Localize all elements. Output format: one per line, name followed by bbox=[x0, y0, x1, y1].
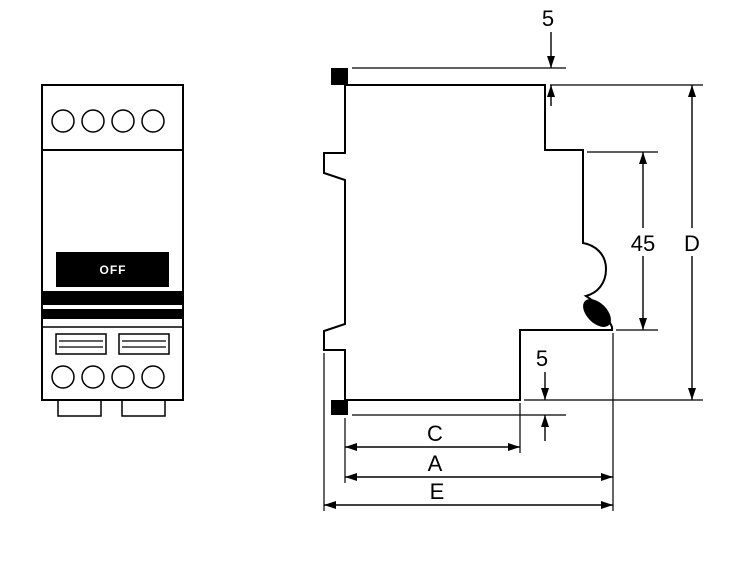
label-backing bbox=[626, 228, 660, 256]
vent-slot bbox=[55, 333, 107, 355]
toggle-slot-bar bbox=[42, 291, 183, 305]
vent-slots bbox=[55, 333, 170, 355]
side-view bbox=[323, 68, 613, 415]
terminal-tab bbox=[121, 399, 166, 417]
terminal-screw-icon bbox=[111, 365, 135, 389]
top-terminal-block bbox=[331, 68, 348, 85]
dimension-depth-c: C bbox=[344, 403, 521, 483]
terminal-tab bbox=[57, 399, 102, 417]
front-view: OFF bbox=[41, 84, 184, 417]
terminal-screw-icon bbox=[111, 109, 135, 133]
dimension-depth-a-label: A bbox=[428, 451, 443, 476]
toggle-switch-label: OFF bbox=[100, 263, 127, 277]
vent-slot bbox=[118, 333, 170, 355]
terminal-screw-icon bbox=[51, 365, 75, 389]
toggle-handle-side bbox=[583, 299, 611, 327]
dimension-bottom-offset: 5 bbox=[352, 346, 566, 441]
dimension-total-height-label: D bbox=[684, 231, 700, 256]
dimension-bottom-offset-label: 5 bbox=[536, 346, 548, 371]
terminal-screw-icon bbox=[81, 365, 105, 389]
terminal-screw-icon bbox=[81, 109, 105, 133]
breaker-body-profile bbox=[323, 84, 613, 401]
dimension-depth-e: E bbox=[323, 353, 613, 511]
bottom-terminal-tabs bbox=[57, 399, 166, 417]
dimension-handle-height-label: 45 bbox=[631, 231, 655, 256]
terminal-screw-icon bbox=[51, 109, 75, 133]
terminal-screw-icon bbox=[141, 109, 165, 133]
terminal-screw-icon bbox=[141, 365, 165, 389]
din-clip-block bbox=[331, 400, 348, 415]
dimension-top-offset-label: 5 bbox=[542, 6, 554, 31]
dimension-depth-e-label: E bbox=[430, 479, 445, 504]
dimension-depth-c-label: C bbox=[427, 421, 443, 446]
dimension-handle-height: 45 bbox=[587, 151, 660, 331]
dimension-top-offset: 5 bbox=[352, 6, 566, 106]
toggle-switch: OFF bbox=[56, 252, 169, 287]
dimension-total-height: D bbox=[524, 84, 705, 401]
toggle-slot-bar bbox=[42, 309, 183, 319]
dimension-depth-a: A bbox=[345, 333, 614, 511]
bottom-terminal-screws bbox=[51, 365, 165, 389]
label-backing bbox=[679, 228, 705, 256]
toggle-switch-handle bbox=[56, 252, 169, 287]
dimensions: 5 45 D 5 C bbox=[323, 6, 705, 511]
top-terminal-screws bbox=[51, 109, 165, 133]
